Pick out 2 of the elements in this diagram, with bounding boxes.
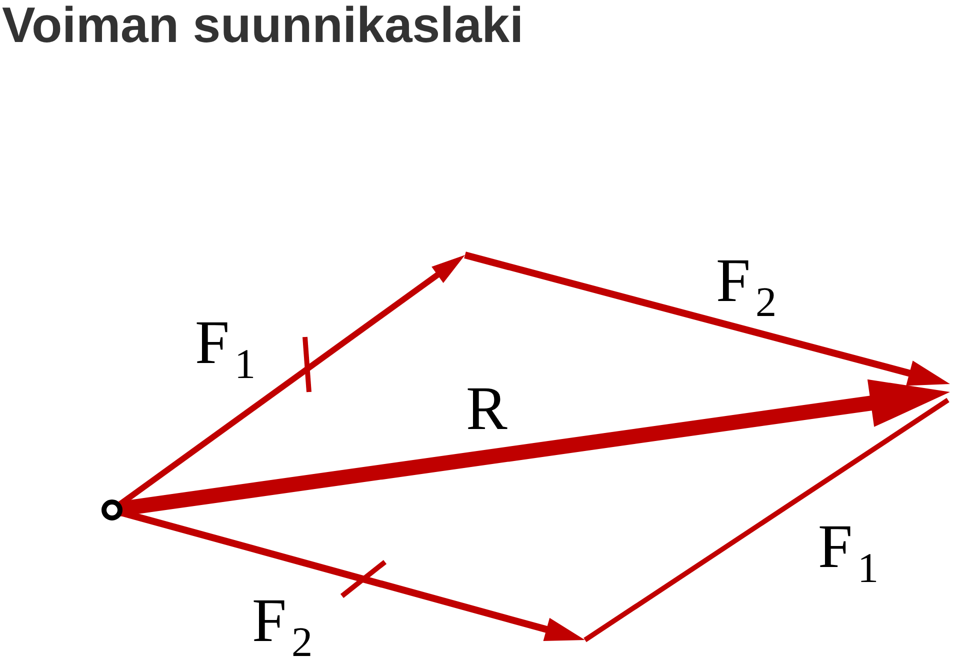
force-label: R — [466, 378, 508, 440]
title: Voiman suunnikaslaki — [2, 0, 524, 54]
